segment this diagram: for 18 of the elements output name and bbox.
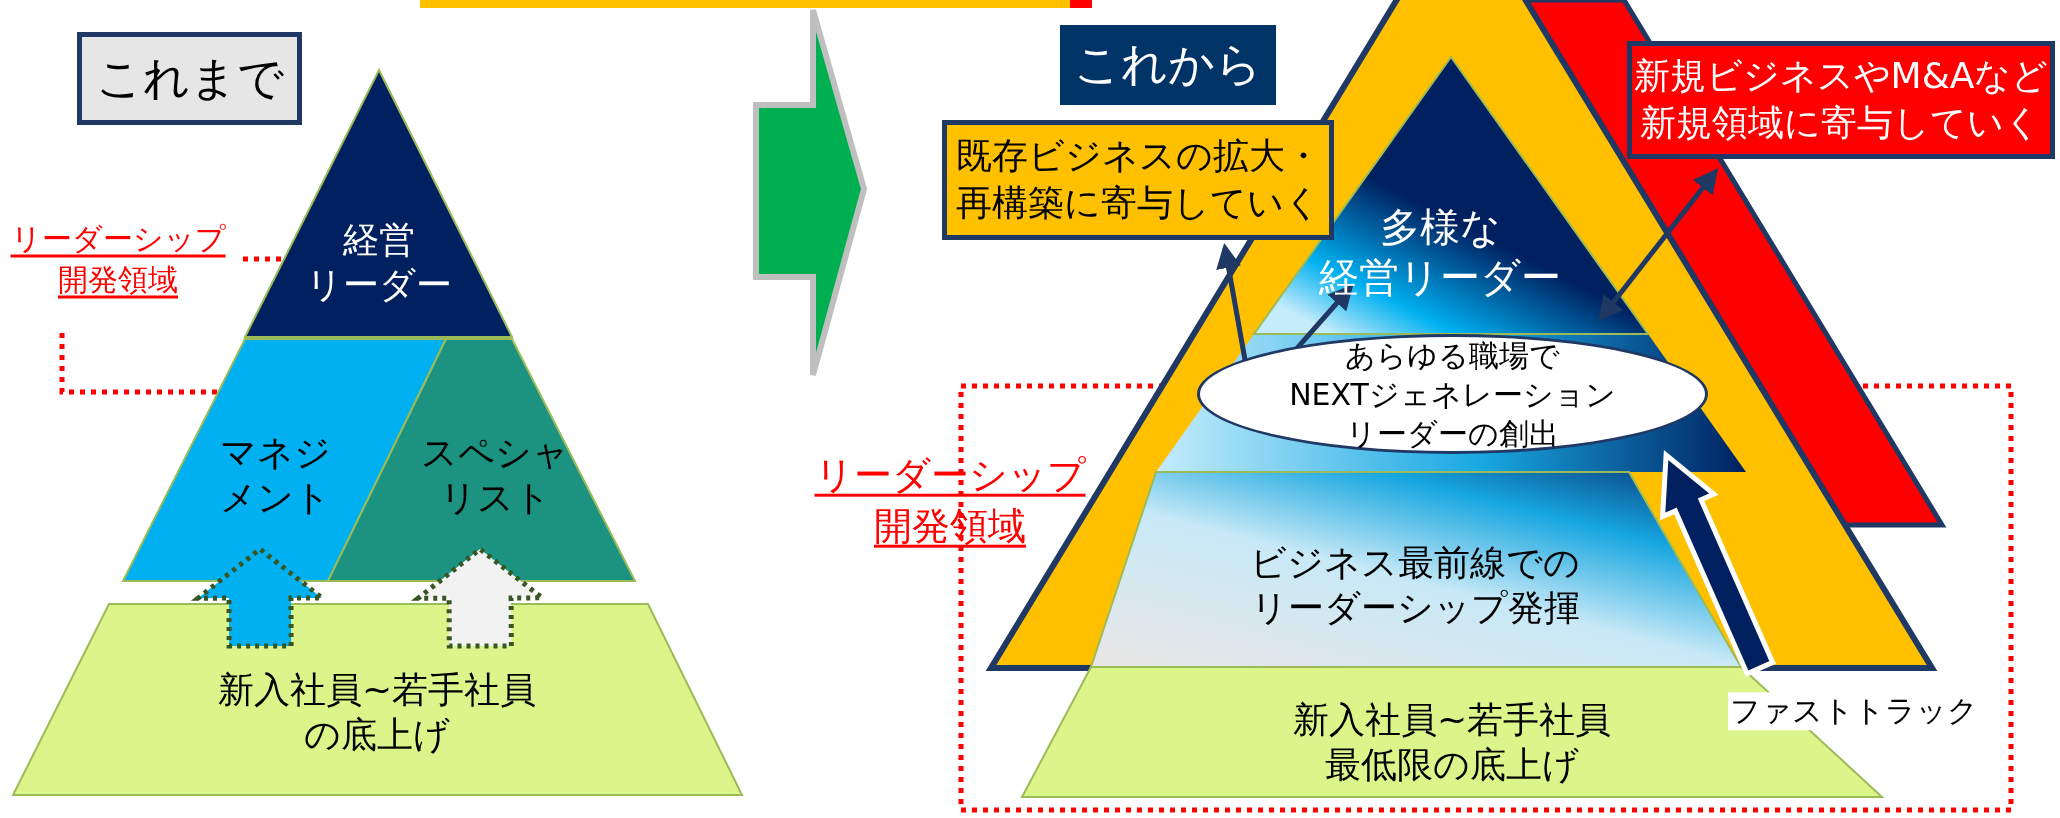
arrow bbox=[1598, 168, 1719, 322]
tier-label: マネジメント bbox=[219, 431, 331, 520]
tier-label: 新入社員~若手社員の底上げ bbox=[217, 668, 537, 757]
tier-label: ビジネス最前線でのリーダーシップ発揮 bbox=[1250, 541, 1580, 630]
pyramid-base bbox=[1022, 667, 1882, 797]
callout-box: 既存ビジネスの拡大・再構築に寄与していく bbox=[942, 120, 1334, 240]
block-arrow bbox=[1659, 449, 1776, 677]
section-heading: これから bbox=[1060, 25, 1276, 105]
tier-label: 経営リーダー bbox=[306, 218, 452, 307]
pyramid-tier bbox=[328, 339, 635, 581]
tier-label: 新入社員~若手社員最低限の底上げ bbox=[1292, 698, 1612, 787]
pyramid-base bbox=[13, 604, 742, 795]
section-heading: これまで bbox=[77, 32, 302, 125]
callout-box: 新規ビジネスやM&Aなど新規領域に寄与していく bbox=[1627, 41, 2055, 159]
pyramid-tier bbox=[1091, 472, 1741, 667]
arrow bbox=[1216, 243, 1248, 361]
tier-label: スペシャリスト bbox=[421, 431, 569, 520]
region-label: リーダーシップ開発領域 bbox=[10, 219, 226, 298]
